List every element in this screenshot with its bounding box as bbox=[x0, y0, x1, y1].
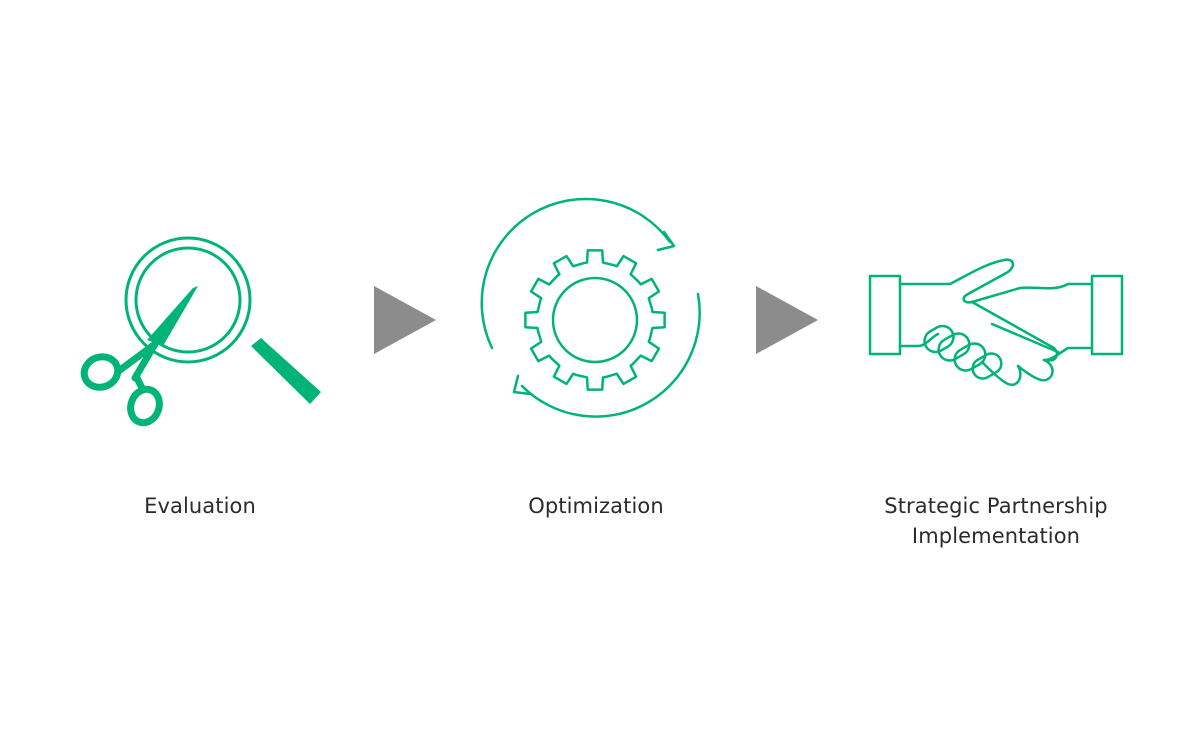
step-label-line: Implementation bbox=[911, 524, 1081, 548]
step-label-strategic-partnership: Strategic Partnership Implementation bbox=[856, 491, 1136, 551]
step-label-line: Strategic Partnership bbox=[884, 494, 1108, 518]
step-label-line: Optimization bbox=[528, 494, 664, 518]
gear-cycle-icon bbox=[480, 197, 715, 430]
magnifier-scissors-icon bbox=[75, 220, 325, 430]
step-label-line: Evaluation bbox=[144, 494, 256, 518]
step-label-optimization: Optimization bbox=[496, 491, 696, 521]
step-label-evaluation: Evaluation bbox=[100, 491, 300, 521]
handshake-icon bbox=[868, 256, 1124, 392]
triangle-arrow-icon bbox=[374, 286, 436, 354]
triangle-arrow-icon bbox=[756, 286, 818, 354]
